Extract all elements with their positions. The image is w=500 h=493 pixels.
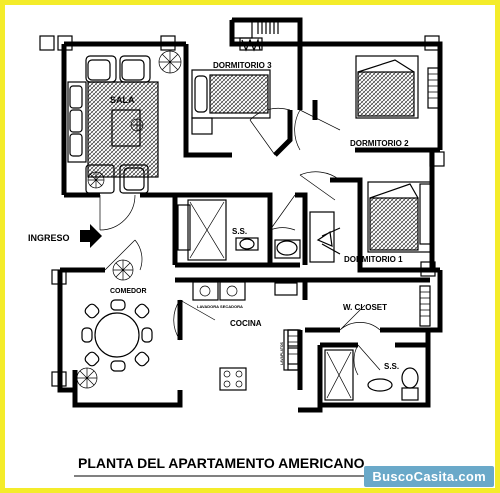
bathroom-1: [187, 199, 301, 261]
label-comedor: COMEDOR: [110, 288, 147, 295]
table-icon: [94, 312, 140, 358]
label-sala: SALA: [110, 95, 135, 105]
columns: [39, 35, 445, 387]
lamp-icon: [309, 211, 341, 263]
label-ingreso: INGRESO: [28, 233, 70, 243]
plant-icon: [76, 50, 182, 389]
label-dormitorio-1: DORMITORIO 1: [344, 255, 403, 264]
label-lavaplatos: LAVAPLATOS: [280, 341, 284, 365]
interior-walls: [175, 44, 440, 405]
room-labels: SALA DORMITORIO 3 DORMITORIO 2 DORMITORI…: [28, 61, 409, 371]
arrow-right-icon: [80, 224, 102, 248]
doors: [99, 107, 381, 376]
bed-icon: [191, 55, 433, 253]
watermark: BuscoCasita.com: [364, 466, 494, 487]
label-ss-2: S.S.: [384, 362, 399, 371]
label-ss-1: S.S.: [232, 227, 247, 236]
sala-furniture: [67, 55, 159, 194]
chair-icon: [81, 299, 153, 372]
kitchen: [192, 281, 299, 371]
sink-icon: [287, 329, 299, 365]
plan-title: PLANTA DEL APARTAMENTO AMERICANO: [78, 455, 365, 471]
label-cocina: COCINA: [230, 319, 262, 328]
toilet-icon: [324, 349, 419, 401]
label-lavandora: LAVADORA SECADORA: [197, 304, 243, 309]
label-w-closet: W. CLOSET: [343, 303, 387, 312]
closets: [177, 19, 441, 371]
label-dormitorio-3: DORMITORIO 3: [213, 61, 272, 70]
stove-icon: [219, 367, 247, 391]
label-dormitorio-2: DORMITORIO 2: [350, 139, 409, 148]
